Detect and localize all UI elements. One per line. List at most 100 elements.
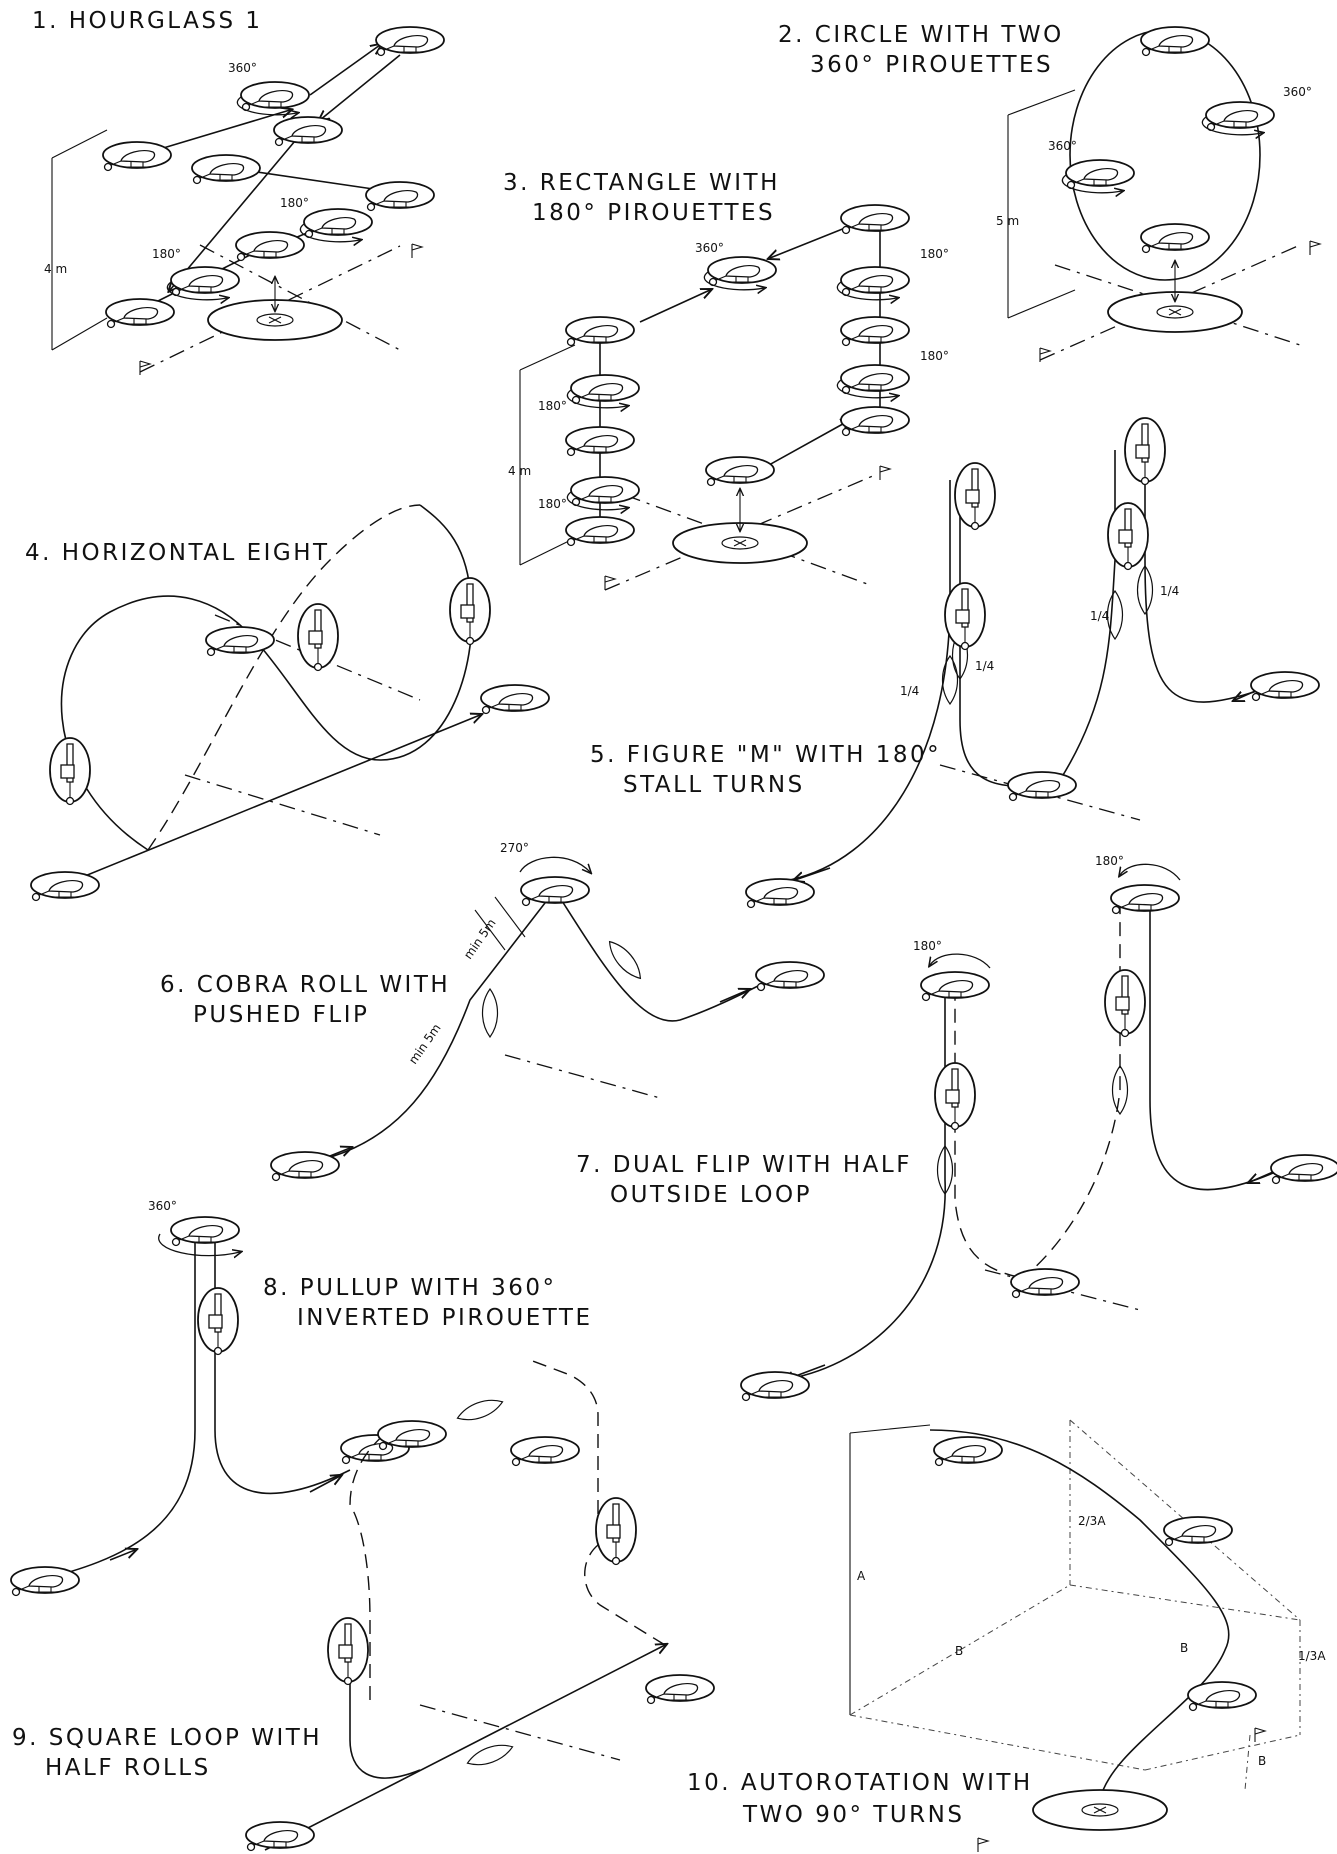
rotation-label: 360° xyxy=(228,61,257,75)
figure-title-line2: 360° PIROUETTES xyxy=(810,52,1053,78)
rotation-label: 180° xyxy=(920,349,949,363)
dimension-label: 2/3A xyxy=(1078,1514,1106,1528)
helicopter-icon xyxy=(944,582,986,651)
rotation-label: 180° xyxy=(538,497,567,511)
helicopter-icon xyxy=(303,208,373,239)
helicopter-icon xyxy=(570,476,640,507)
helicopter-icon xyxy=(197,1287,239,1356)
figure-title: 7. DUAL FLIP WITH HALF xyxy=(576,1152,912,1178)
helicopter-icon xyxy=(102,141,172,172)
helicopter-icon xyxy=(449,577,491,646)
distance-label: min 5m xyxy=(406,1021,444,1067)
rotation-label: 180° xyxy=(538,399,567,413)
helicopter-icon xyxy=(565,316,635,347)
helicopter-icon xyxy=(840,364,910,395)
helicopter-icon xyxy=(1140,26,1210,57)
figure-title: 3. RECTANGLE WITH xyxy=(503,170,780,196)
roll-label: 1/4 xyxy=(975,659,994,673)
helicopter-icon xyxy=(297,603,339,672)
flag-icon xyxy=(411,243,423,259)
roll-icon xyxy=(454,1394,506,1426)
figure-title-line2: HALF ROLLS xyxy=(45,1755,211,1781)
helicopter-icon xyxy=(375,26,445,57)
helicopter-icon xyxy=(840,406,910,437)
figure-title: 6. COBRA ROLL WITH xyxy=(160,972,450,998)
rotation-label: 180° xyxy=(913,939,942,953)
helicopter-icon xyxy=(49,737,91,806)
helicopter-icon xyxy=(1110,884,1180,915)
figure-title: 10. AUTOROTATION WITH xyxy=(687,1770,1033,1796)
flag-icon xyxy=(1309,240,1321,256)
helicopter-icon xyxy=(933,1436,1003,1467)
helicopter-icon xyxy=(1124,417,1166,486)
helicopter-icon xyxy=(840,316,910,347)
helicopter-icon xyxy=(10,1566,80,1597)
dimension-label: B xyxy=(955,1644,963,1658)
helicopter-icon xyxy=(245,1821,315,1852)
figure-autorotation: 10. AUTOROTATION WITH TWO 90° TURNS A 2/… xyxy=(687,1419,1326,1853)
figure-title: 2. CIRCLE WITH TWO xyxy=(778,22,1064,48)
height-label: 4 m xyxy=(508,464,531,478)
height-label: 5 m xyxy=(996,214,1019,228)
figure-dual-flip: 7. DUAL FLIP WITH HALF OUTSIDE LOOP 180°… xyxy=(576,854,1337,1402)
helicopter-icon xyxy=(1270,1154,1337,1185)
roll-icon xyxy=(603,936,647,984)
helicopter-icon xyxy=(740,1371,810,1402)
helicopter-icon xyxy=(840,204,910,235)
helicopter-icon xyxy=(170,266,240,297)
figure-cobra-roll: 6. COBRA ROLL WITH PUSHED FLIP min 5m mi… xyxy=(160,841,825,1182)
helicopter-icon xyxy=(270,1151,340,1182)
dimension-label: 1/3A xyxy=(1298,1649,1326,1663)
dimension-label: A xyxy=(857,1569,866,1583)
helicopter-icon xyxy=(365,181,435,212)
helicopter-icon xyxy=(273,116,343,147)
figure-rectangle: 3. RECTANGLE WITH 180° PIROUETTES 4 m xyxy=(503,170,949,591)
helicopter-icon xyxy=(1140,223,1210,254)
rotation-label: 360° xyxy=(1283,85,1312,99)
helicopter-icon xyxy=(30,871,100,902)
helicopter-icon xyxy=(1163,1516,1233,1547)
flag-icon xyxy=(1254,1727,1266,1743)
rotation-label: 270° xyxy=(500,841,529,855)
roll-label: 1/4 xyxy=(1160,584,1179,598)
helicopter-icon xyxy=(565,516,635,547)
rotation-label: 180° xyxy=(152,247,181,261)
figure-title-line2: TWO 90° TURNS xyxy=(742,1802,964,1828)
figure-square-loop: 9. SQUARE LOOP WITH HALF ROLLS xyxy=(12,1359,715,1852)
height-label: 4 m xyxy=(44,262,67,276)
helicopter-icon xyxy=(645,1674,715,1705)
figure-title: 9. SQUARE LOOP WITH xyxy=(12,1725,322,1751)
helicopter-icon xyxy=(327,1617,369,1686)
helicopter-icon xyxy=(191,154,261,185)
helicopter-icon xyxy=(520,876,590,907)
distance-label: min 5m xyxy=(461,916,499,962)
figure-circle: 2. CIRCLE WITH TWO 360° PIROUETTES 5 m 3… xyxy=(778,22,1321,363)
helicopter-icon xyxy=(170,1216,240,1247)
flag-icon xyxy=(879,465,891,481)
figure-horizontal-eight: 4. HORIZONTAL EIGHT xyxy=(25,504,550,902)
rotation-label: 180° xyxy=(280,196,309,210)
figure-title: 4. HORIZONTAL EIGHT xyxy=(25,540,330,566)
figure-title: 8. PULLUP WITH 360° xyxy=(263,1275,557,1301)
helicopter-icon xyxy=(570,374,640,405)
figure-title-line2: PUSHED FLIP xyxy=(193,1002,369,1028)
helicopter-icon xyxy=(1187,1681,1257,1712)
helicopter-icon xyxy=(745,878,815,909)
roll-label: 1/4 xyxy=(1090,609,1109,623)
helicopter-icon xyxy=(240,81,310,112)
figure-title-line2: 180° PIROUETTES xyxy=(532,200,775,226)
figure-pullup: 8. PULLUP WITH 360° INVERTED PIROUETTE 3… xyxy=(10,1199,590,1597)
figure-title: 1. HOURGLASS 1 xyxy=(32,8,263,34)
helicopter-icon xyxy=(934,1062,976,1131)
figure-title-line2: STALL TURNS xyxy=(623,772,805,798)
roll-label: 1/4 xyxy=(900,684,919,698)
helicopter-icon xyxy=(840,266,910,297)
flag-icon xyxy=(977,1837,989,1853)
helicopter-icon xyxy=(1250,671,1320,702)
dimension-label: B xyxy=(1258,1754,1266,1768)
rotation-label: 360° xyxy=(1048,139,1077,153)
rotation-label: 180° xyxy=(920,247,949,261)
rotation-label: 360° xyxy=(695,241,724,255)
